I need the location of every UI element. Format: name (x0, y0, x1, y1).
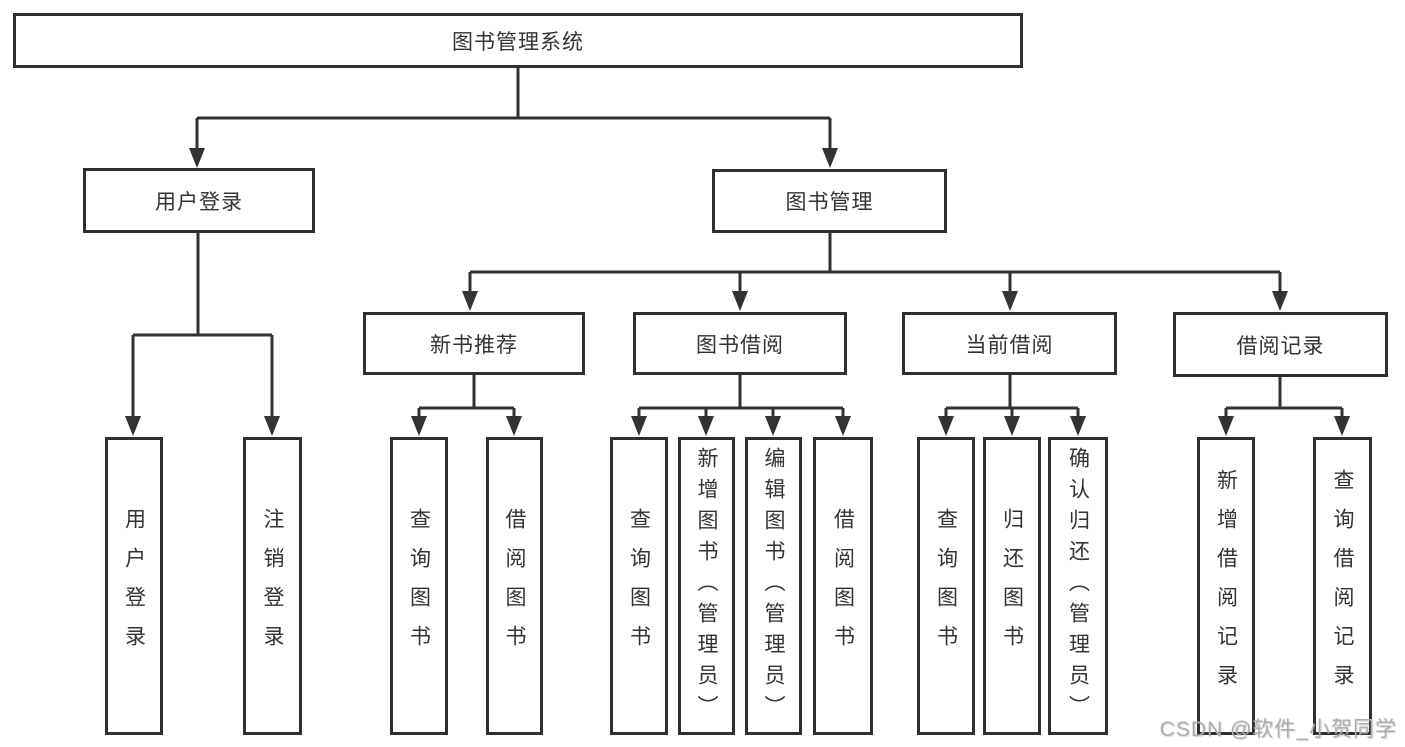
leaf-confirm-return-admin: 确认归还（管理员） (1048, 437, 1108, 735)
arrowheads (125, 148, 1350, 436)
leaf-logout-label: 注销登录 (261, 508, 284, 664)
node-book-management: 图书管理 (712, 169, 947, 233)
leaf-borrow-books-recommend-label: 借阅图书 (503, 508, 526, 664)
leaf-logout: 注销登录 (243, 437, 302, 735)
leaf-add-borrow-record-label: 新增借阅记录 (1214, 469, 1238, 703)
node-current-borrowing: 当前借阅 (902, 312, 1117, 375)
node-book-management-label: 图书管理 (785, 191, 874, 214)
leaf-user-login: 用户登录 (105, 437, 163, 735)
node-borrow-records-label: 借阅记录 (1236, 334, 1325, 358)
leaf-edit-book-admin-label: 编辑图书（管理员） (762, 446, 785, 726)
node-book-borrowing: 图书借阅 (633, 312, 847, 375)
leaf-query-books-borrow: 查询图书 (610, 437, 668, 735)
leaf-add-book-admin: 新增图书（管理员） (678, 437, 735, 735)
leaf-query-books-current: 查询图书 (917, 437, 975, 735)
leaf-query-books-current-label: 查询图书 (934, 508, 958, 664)
leaf-query-borrow-record-label: 查询借阅记录 (1331, 469, 1354, 703)
node-book-borrowing-label: 图书借阅 (696, 333, 784, 357)
csdn-watermark: CSDN @软件_小贺同学 (1159, 718, 1397, 741)
leaf-query-books-borrow-label: 查询图书 (627, 508, 651, 664)
node-new-book-recommend-label: 新书推荐 (430, 333, 518, 357)
node-user-login-label: 用户登录 (155, 190, 243, 214)
leaf-query-books-recommend: 查询图书 (390, 437, 448, 735)
leaf-borrow-books-recommend: 借阅图书 (486, 437, 543, 735)
leaf-return-book-label: 归还图书 (1000, 508, 1024, 664)
leaf-edit-book-admin: 编辑图书（管理员） (745, 437, 802, 735)
leaf-add-borrow-record: 新增借阅记录 (1197, 437, 1255, 735)
leaf-borrow-books-label: 借阅图书 (831, 508, 855, 664)
leaf-return-book: 归还图书 (983, 437, 1041, 735)
leaf-add-book-admin-label: 新增图书（管理员） (695, 446, 718, 726)
node-borrow-records: 借阅记录 (1173, 312, 1388, 377)
leaf-user-login-label: 用户登录 (122, 508, 146, 664)
node-user-login: 用户登录 (83, 168, 315, 233)
leaf-borrow-books: 借阅图书 (813, 437, 873, 735)
leaf-query-borrow-record: 查询借阅记录 (1313, 437, 1372, 735)
node-root-label: 图书管理系统 (452, 30, 584, 54)
node-root: 图书管理系统 (13, 13, 1023, 68)
leaf-query-books-recommend-label: 查询图书 (407, 508, 431, 664)
leaf-confirm-return-admin-label: 确认归还（管理员） (1066, 446, 1090, 726)
node-current-borrowing-label: 当前借阅 (965, 333, 1054, 357)
node-new-book-recommend: 新书推荐 (363, 312, 585, 375)
